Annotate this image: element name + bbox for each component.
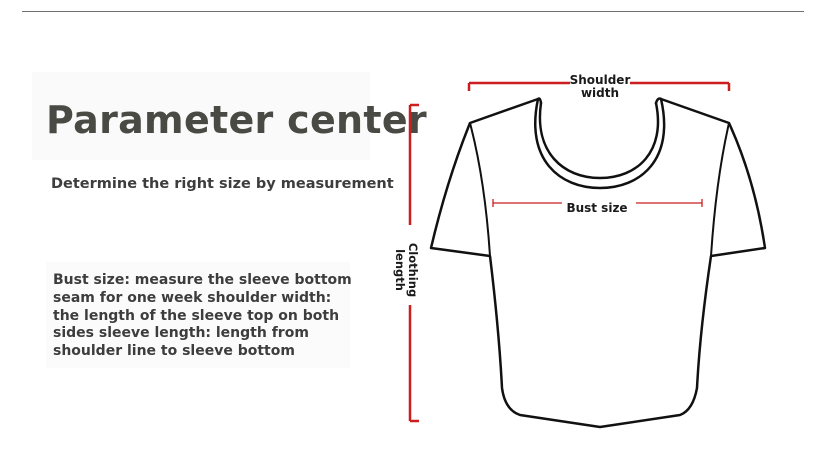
description-background xyxy=(46,262,350,368)
page-title: Parameter center xyxy=(46,98,427,142)
top-divider xyxy=(22,11,804,12)
shoulder-width-label-line1: Shoulder xyxy=(570,73,631,87)
shoulder-width-measure xyxy=(467,81,731,91)
tshirt-seams xyxy=(469,122,730,257)
shoulder-width-label-line2: width xyxy=(581,86,619,100)
clothing-length-measure xyxy=(408,103,419,423)
measurement-description: Bust size: measure the sleeve bottom sea… xyxy=(53,272,353,361)
description-line: shoulder line to sleeve bottom xyxy=(53,343,295,360)
tshirt-collar xyxy=(534,97,666,190)
bust-size-measure xyxy=(492,199,703,207)
bust-size-label: Bust size xyxy=(566,201,627,215)
clothing-length-label: Clothing length xyxy=(393,243,420,297)
description-line: Bust size: measure the sleeve bottom xyxy=(53,272,352,288)
tshirt-outline xyxy=(429,97,767,429)
clothing-length-label-line2: length xyxy=(393,249,407,291)
page-subtitle: Determine the right size by measurement xyxy=(51,176,394,192)
description-line: seam for one week shoulder width: xyxy=(53,289,332,306)
description-line: the length of the sleeve top on both xyxy=(53,307,340,324)
title-background xyxy=(32,72,370,160)
description-line: sides sleeve length: length from xyxy=(53,325,309,342)
clothing-length-label-line1: Clothing xyxy=(406,243,420,297)
